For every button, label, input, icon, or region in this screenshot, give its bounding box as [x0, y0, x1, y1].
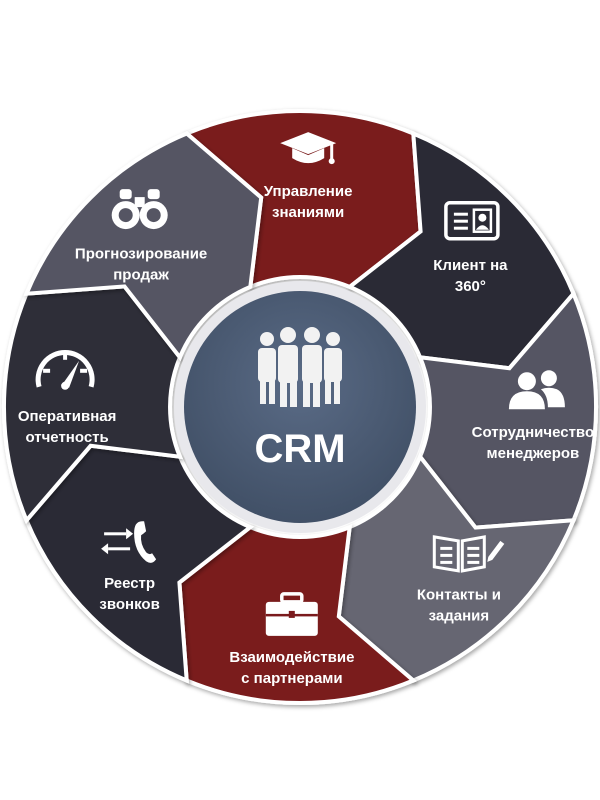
segment-label-client360-2: 360° [455, 278, 486, 295]
segment-label-calls-1: Реестр [104, 575, 155, 592]
id-card-icon [444, 200, 500, 241]
segment-forecast [23, 131, 264, 362]
segment-label-reports-1: Оперативная [18, 408, 117, 425]
segment-label-collab-2: менеджеров [487, 445, 580, 462]
graduation-cap-icon [280, 132, 337, 165]
segment-label-knowledge-2: знаниями [272, 204, 344, 221]
binoculars-icon [111, 189, 168, 230]
speedometer-icon [35, 350, 95, 390]
segment-label-collab-1: Сотрудничество [472, 424, 594, 441]
segment-label-forecast-2: продаж [113, 267, 169, 284]
center-label: CRM [254, 427, 345, 471]
center-circle [184, 291, 416, 523]
segment-label-client360-1: Клиент на [433, 257, 508, 274]
users-icon [508, 370, 565, 410]
people-group-icon [258, 327, 342, 407]
book-pen-icon [432, 535, 505, 573]
segment-label-calls-2: звонков [99, 596, 159, 613]
segment-label-reports-2: отчетность [25, 429, 108, 446]
phone-arrows-icon [101, 521, 157, 563]
briefcase-icon [265, 592, 318, 636]
segment-label-contacts-1: Контакты и [417, 586, 501, 603]
segment-label-forecast-1: Прогнозирование [75, 246, 207, 263]
segment-label-partners-1: Взаимодействие [229, 649, 354, 666]
segment-label-contacts-2: задания [429, 607, 490, 624]
segment-label-knowledge-1: Управление [264, 183, 353, 200]
segment-label-partners-2: с партнерами [241, 670, 342, 687]
